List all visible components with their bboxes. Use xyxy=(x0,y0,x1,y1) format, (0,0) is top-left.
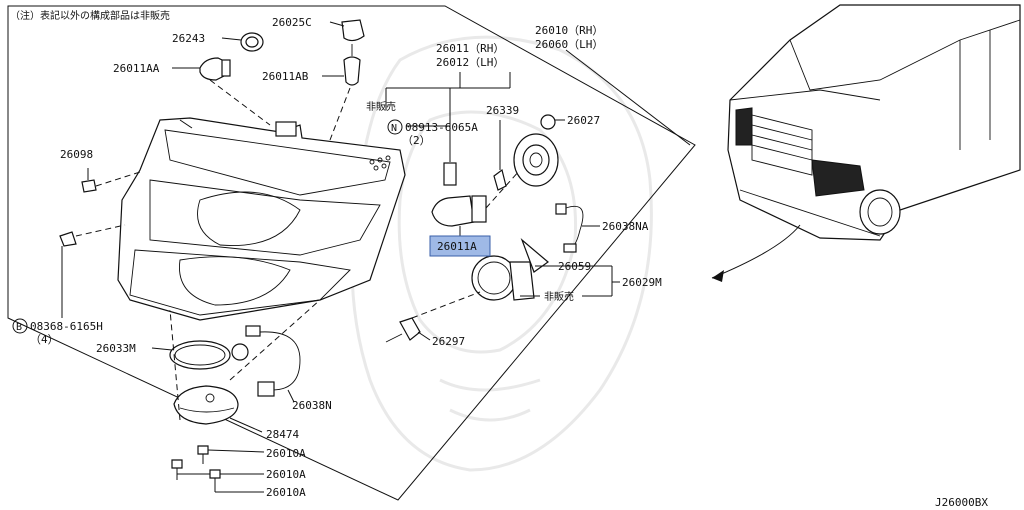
bulb-26011AB xyxy=(322,44,361,86)
label-08913-6065A: 08913-6065A xyxy=(405,121,478,134)
ballast-28474 xyxy=(173,385,263,433)
ring-26059 xyxy=(471,238,556,301)
label-26025C: 26025C xyxy=(272,16,312,29)
nut-symbol-letter: N xyxy=(391,123,397,134)
nut-symbol-circle: N xyxy=(387,119,403,135)
bolt-08368 xyxy=(59,224,126,318)
label-26059: 26059 xyxy=(558,260,591,273)
label-26027: 26027 xyxy=(567,114,600,127)
label-26010A-2: 26010A xyxy=(266,468,306,481)
bulb-26297 xyxy=(385,291,481,343)
bulb-26011AA xyxy=(172,57,231,81)
label-08368-qty: （4） xyxy=(30,333,59,346)
label-not-sold-1: 非販売 xyxy=(366,100,396,113)
spring-clip-26339 xyxy=(493,120,507,191)
diagram-code: J26000BX xyxy=(935,496,988,509)
cap-26027 xyxy=(513,114,565,187)
label-not-sold-2: 非販売 xyxy=(544,290,574,303)
label-26098: 26098 xyxy=(60,148,93,161)
watermark-emblem xyxy=(350,35,653,472)
label-26010A-1: 26010A xyxy=(266,447,306,460)
screw-26098 xyxy=(81,168,141,193)
label-08913-qty: （2） xyxy=(402,134,431,147)
label-26339: 26339 xyxy=(486,104,519,117)
label-26297: 26297 xyxy=(432,335,465,348)
vehicle-illustration xyxy=(727,4,1021,241)
label-26029M: 26029M xyxy=(622,276,662,289)
label-26243: 26243 xyxy=(172,32,205,45)
label-26011AA: 26011AA xyxy=(113,62,160,75)
frame-outline xyxy=(7,5,696,501)
harness-26038N xyxy=(231,325,301,403)
socket-26025C xyxy=(329,19,365,42)
label-08368-6165H: 08368-6165H xyxy=(30,320,103,333)
label-26012-lh: 26012（LH） xyxy=(436,56,504,69)
highlight-26011A-box xyxy=(429,235,491,257)
label-26010A-3: 26010A xyxy=(266,486,306,499)
label-26060-lh: 26060（LH） xyxy=(535,38,603,51)
bulb-26011A xyxy=(431,169,521,238)
callout-arrow xyxy=(711,224,801,279)
label-26038N: 26038N xyxy=(292,399,332,412)
not-sold-note: （注）表記以外の構成部品は非販売 xyxy=(10,9,170,22)
bolt-symbol-circle: B xyxy=(12,318,28,334)
label-26011-rh: 26011（RH） xyxy=(436,42,504,55)
seal-26033M xyxy=(151,340,231,370)
callout-arrowhead xyxy=(712,270,724,282)
bracket-26029M xyxy=(520,265,620,297)
bulb-socket-26243 xyxy=(221,32,264,52)
marker-lens xyxy=(369,155,391,171)
label-26038NA: 26038NA xyxy=(602,220,649,233)
headlamp-housing xyxy=(117,117,406,321)
label-26011A: 26011A xyxy=(437,240,477,253)
bracket-nut-08913 xyxy=(406,90,457,186)
bolt-symbol-letter: B xyxy=(16,322,22,333)
label-26033M: 26033M xyxy=(96,342,136,355)
label-28474: 28474 xyxy=(266,428,299,441)
label-26010-rh: 26010（RH） xyxy=(535,24,603,37)
connector-26038NA xyxy=(555,203,600,253)
label-26011AB: 26011AB xyxy=(262,70,309,83)
screw-26010A-3 xyxy=(209,469,264,493)
screw-26010A-1 xyxy=(197,445,265,464)
